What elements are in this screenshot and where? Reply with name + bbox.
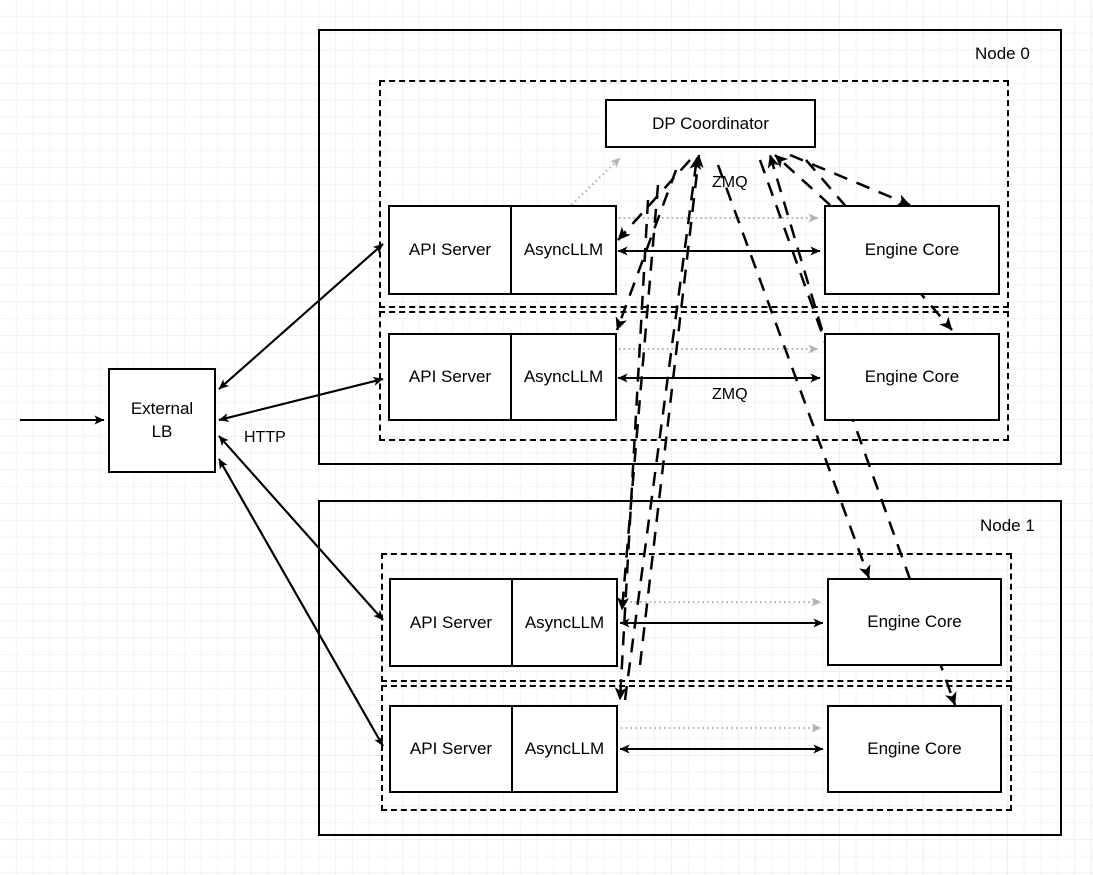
asyncllm-label-n0r1: AsyncLLM [523,367,604,386]
asyncllm-label-n1r1: AsyncLLM [524,739,605,758]
http-edge-label: HTTP [244,429,286,446]
engine-core-label-n0r0: Engine Core [864,240,960,259]
dp-rank-group-n1r0 [381,553,1012,682]
engine-core-box-n1r1[interactable]: Engine Core [827,705,1002,793]
api-server-label-n1r0: API Server [391,580,513,665]
api-server-asyncllm-n1r1[interactable]: API Server AsyncLLM [389,705,618,793]
node-container-node0 [318,29,1062,465]
engine-core-box-n1r0[interactable]: Engine Core [827,578,1002,666]
node-container-node1 [318,500,1062,836]
external-lb-label-line1: External [130,398,194,418]
engine-core-label-n0r1: Engine Core [864,367,960,386]
dp-coordinator-box[interactable]: DP Coordinator [605,99,816,148]
dp-rank-group-n0r1 [379,311,1009,441]
dp-coordinator-label: DP Coordinator [652,113,769,133]
node-label-node0: Node 0 [975,44,1030,63]
engine-core-label-n1r0: Engine Core [867,612,962,631]
asyncllm-label-n1r0: AsyncLLM [524,612,605,632]
external-lb-label-line2: LB [151,421,173,441]
api-server-asyncllm-n1r0[interactable]: API Server AsyncLLM [389,578,618,667]
zmq-label-n0r1: ZMQ [712,386,748,403]
api-server-asyncllm-n0r0[interactable]: API Server AsyncLLM [388,205,617,295]
engine-core-box-n0r0[interactable]: Engine Core [824,205,1000,295]
api-server-asyncllm-n0r1[interactable]: API Server AsyncLLM [388,333,617,421]
engine-core-box-n0r1[interactable]: Engine Core [824,333,1000,421]
dp-rank-group-n0r0 [379,80,1009,308]
external-lb-box[interactable]: External LB [108,368,216,473]
api-server-label-n0r1: API Server [390,335,512,419]
engine-core-label-n1r1: Engine Core [867,739,962,758]
zmq-label-coordinator: ZMQ [712,174,748,191]
asyncllm-label-n0r0: AsyncLLM [523,240,604,259]
api-server-label-n0r0: API Server [390,207,512,293]
api-server-label-n1r1: API Server [391,707,513,791]
dp-rank-group-n1r1 [381,685,1012,811]
node-label-node1: Node 1 [980,516,1035,535]
